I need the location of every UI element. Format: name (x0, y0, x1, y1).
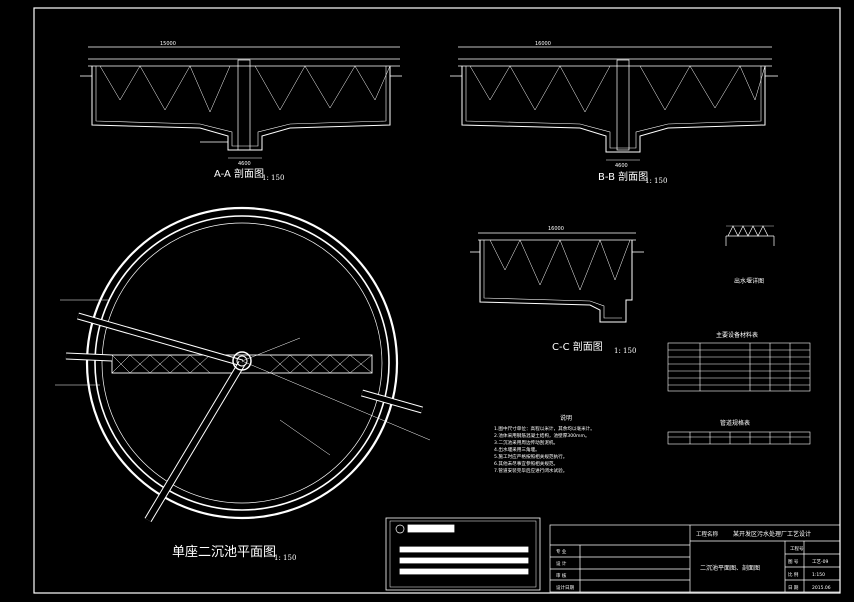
title-block-row: 审 核 (556, 572, 567, 579)
section-bb-title: B-B 剖面图 (598, 170, 648, 183)
plan-view (55, 206, 431, 523)
note-line: 5.施工时应严格按照相关规范执行。 (494, 453, 567, 460)
section-cc-dim-main: 16000 (548, 226, 564, 232)
section-bb-scale: 1: 150 (645, 177, 667, 185)
title-block-right-value: 1:150 (812, 572, 825, 578)
section-cc-title: C-C 剖面图 (552, 340, 603, 353)
notes-list: 1.图中尺寸单位：高程以米计，其余均以毫米计。 2.池体采用钢筋混凝土结构，池壁… (494, 425, 595, 474)
notes-heading: 说明 (560, 414, 572, 422)
note-line: 3.二沉池采用周边传动刮泥机。 (494, 439, 558, 446)
note-line: 1.图中尺寸单位：高程以米计，其余均以毫米计。 (494, 425, 595, 432)
title-block-right-label: 图 号 (788, 559, 799, 565)
section-aa-dim-main: 15000 (160, 41, 176, 47)
plan-scale: 1: 150 (274, 554, 296, 562)
weir-detail (725, 225, 775, 246)
title-block-drawing-name: 二沉池平面图、剖面图 (700, 564, 760, 572)
title-block-row: 专 业 (556, 548, 567, 555)
title-block-right-value: 2015.06 (812, 585, 831, 591)
note-line: 6.其他未尽事宜参照相关规范。 (494, 460, 558, 467)
title-block-right-label: 日 期 (788, 585, 799, 591)
note-line: 2.池体采用钢筋混凝土结构，池壁厚300mm。 (494, 432, 590, 439)
section-cc-scale: 1: 150 (614, 347, 636, 355)
title-block (549, 524, 841, 593)
section-bb-dim-bottom: 4600 (615, 163, 628, 169)
pipes-table-title: 管道规格表 (720, 419, 750, 427)
pipes-table (667, 431, 811, 445)
title-block-project-label: 工程名称 (696, 530, 719, 538)
title-block-sheet-label: 工程号 (790, 545, 804, 552)
section-bb-dim-main: 16000 (535, 41, 551, 47)
section-cc (470, 232, 644, 323)
title-block-row: 设 计 (556, 560, 567, 567)
drawing-border (33, 7, 841, 594)
note-line: 7.管道安装完毕后应进行闭水试验。 (494, 467, 567, 474)
plan-title: 单座二沉池平面图 (172, 545, 276, 560)
equipment-table-title: 主要设备材料表 (716, 331, 758, 339)
section-aa-title: A-A 剖面图 (214, 167, 264, 180)
title-block-right-label: 比 例 (788, 571, 799, 578)
note-line: 4.出水堰采用三角堰。 (494, 446, 540, 453)
stamp-box (385, 517, 541, 591)
section-aa-dim-bottom: 4600 (238, 161, 251, 167)
title-block-row: 设计日期 (556, 584, 574, 591)
section-bb (450, 46, 778, 161)
title-block-project-name: 某开发区污水处理厂工艺设计 (733, 530, 811, 538)
weir-detail-title: 出水堰详图 (734, 277, 764, 285)
section-aa (80, 46, 402, 159)
title-block-right-value: 工艺-09 (812, 559, 828, 565)
section-aa-scale: 1: 150 (262, 174, 284, 182)
equipment-table (667, 342, 811, 392)
